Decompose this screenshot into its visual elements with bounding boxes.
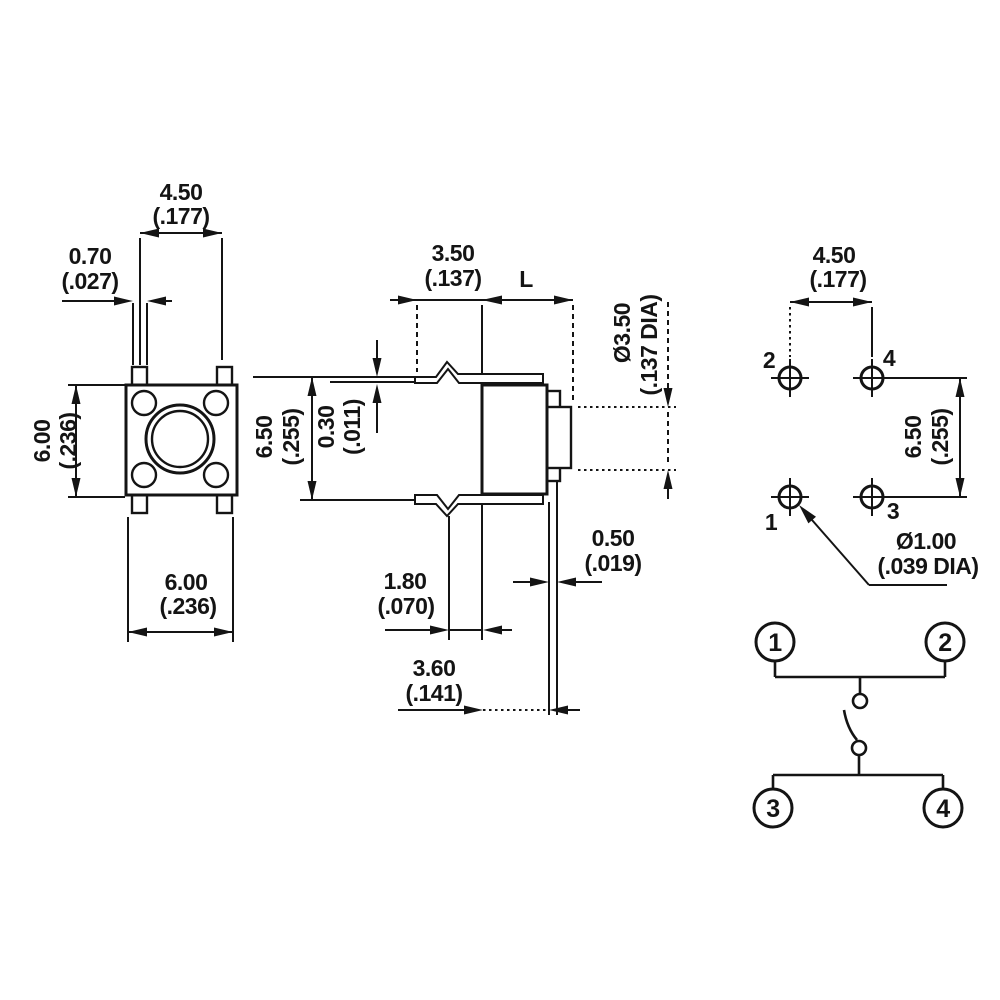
schematic-contact — [851, 692, 869, 710]
schematic-contact — [850, 739, 868, 757]
circuit-schematic: 1 2 3 4 — [752, 621, 966, 829]
pin-label-3: 3 — [887, 498, 899, 524]
dim-body-height-inch: (.236) — [55, 412, 81, 469]
schematic-terminal-4: 4 — [922, 787, 964, 829]
top-view-corner-contact — [202, 461, 230, 489]
terminal-label-1: 1 — [768, 629, 782, 657]
dim-clip-offset-mm: 1.80 — [384, 568, 427, 594]
top-view-plunger-inner — [150, 409, 210, 469]
pcb-hole-3 — [853, 478, 891, 516]
pin-label-1: 1 — [765, 509, 778, 535]
side-view-housing — [480, 383, 549, 496]
top-view-dimension-lines — [62, 228, 234, 642]
dim-tab-step-inch: (.019) — [584, 550, 641, 576]
pin-label-4: 4 — [883, 345, 896, 371]
pcb-land-pattern: 4.50 (.177) 6.50 (.255) 2 4 1 3 Ø1.00 (.… — [763, 242, 979, 586]
side-view-lead — [414, 494, 544, 518]
dim-hole-dia-mm: Ø1.00 — [896, 528, 956, 554]
dim-top-pitch-mm: 4.50 — [160, 179, 203, 205]
schematic-terminal-3: 3 — [752, 787, 794, 829]
dim-pcb-pitch-y-mm: 6.50 — [900, 416, 926, 459]
dim-height-L: L — [519, 266, 533, 292]
dim-top-pitch-inch: (.177) — [152, 203, 209, 229]
dim-lead-length-mm: 3.50 — [432, 240, 475, 266]
pcb-hole-1 — [771, 478, 809, 516]
dim-across-leads-inch: (.255) — [278, 408, 304, 465]
top-view-corner-contact — [202, 389, 230, 417]
dim-lead-thickness-mm: 0.30 — [313, 406, 339, 449]
dim-tab-width-inch: (.027) — [61, 268, 118, 294]
dim-lead-thickness-inch: (.011) — [339, 399, 365, 455]
pcb-hole-2 — [771, 359, 809, 397]
terminal-label-2: 2 — [938, 629, 951, 657]
dim-body-width-mm: 6.00 — [165, 569, 208, 595]
dim-hole-dia-inch: (.039 DIA) — [877, 553, 978, 579]
dim-body-depth-inch: (.141) — [405, 680, 462, 706]
side-view-step-tab — [545, 389, 562, 410]
dim-tab-step-mm: 0.50 — [592, 525, 635, 551]
top-view-body — [124, 365, 239, 515]
dim-across-leads-mm: 6.50 — [251, 416, 277, 459]
dim-tab-width-mm: 0.70 — [69, 243, 112, 269]
side-view-lead — [414, 360, 544, 384]
schematic-switch-arm — [842, 709, 859, 741]
pcb-dimension-lines — [789, 297, 967, 586]
side-view-dimension-lines — [253, 295, 676, 715]
side-view-plunger — [545, 405, 573, 470]
dim-plunger-dia-inch: (.137 DIA) — [636, 294, 662, 395]
dim-body-width-inch: (.236) — [159, 593, 216, 619]
dim-body-height-mm: 6.00 — [29, 420, 55, 463]
dim-pcb-pitch-x-mm: 4.50 — [813, 242, 856, 268]
dim-pcb-pitch-y-inch: (.255) — [927, 408, 953, 465]
schematic-terminal-1: 1 — [754, 621, 796, 663]
dim-plunger-dia-mm: Ø3.50 — [609, 303, 635, 363]
top-view-plunger-outer — [144, 403, 216, 475]
dim-lead-length-inch: (.137) — [424, 265, 481, 291]
pcb-hole-4 — [853, 359, 891, 397]
terminal-label-4: 4 — [936, 795, 950, 823]
top-view-corner-contact — [130, 461, 158, 489]
pin-label-2: 2 — [763, 347, 775, 373]
dim-pcb-pitch-x-inch: (.177) — [809, 266, 866, 292]
top-view-corner-contact — [130, 389, 158, 417]
dim-body-depth-mm: 3.60 — [413, 655, 456, 681]
side-view-body — [414, 360, 573, 518]
terminal-label-3: 3 — [766, 795, 779, 823]
schematic-terminal-2: 2 — [924, 621, 966, 663]
dim-clip-offset-inch: (.070) — [377, 593, 434, 619]
pcb-holes — [771, 359, 891, 516]
side-view: 3.50 (.137) L Ø3.50 (.137 DIA) 6.50 (.25… — [251, 240, 676, 715]
top-view: 4.50 (.177) 0.70 (.027) 6.00 (.236) 6.00… — [29, 179, 239, 642]
